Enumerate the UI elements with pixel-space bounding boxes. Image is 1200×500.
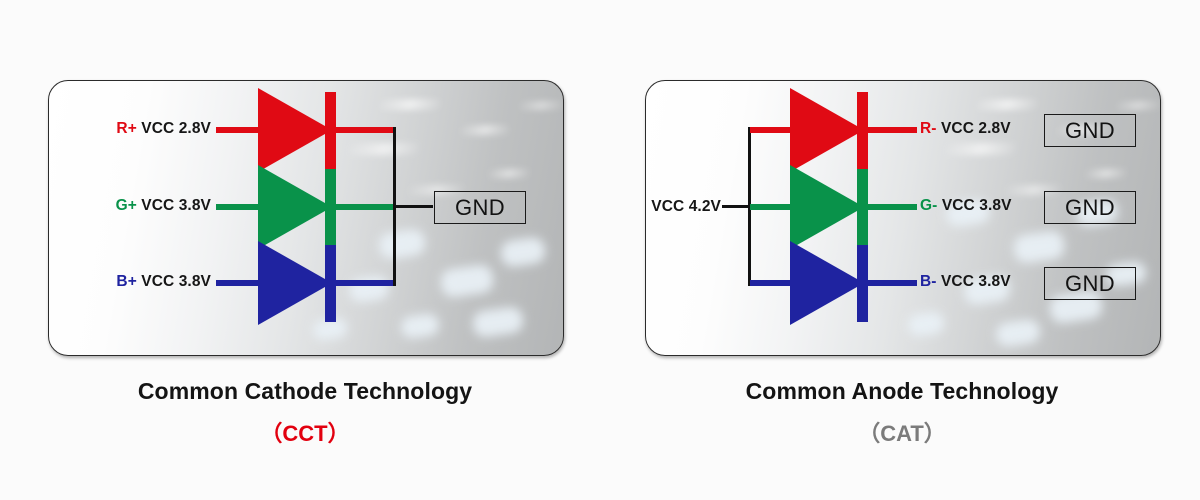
caption-common-cathode: Common Cathode Technology （CCT）: [48, 378, 562, 448]
voltage-label-red: VCC 2.8V: [936, 120, 1011, 137]
pin-label-red: R+: [116, 120, 137, 137]
diode-triangle-green: [258, 165, 332, 249]
caption-title-cathode: Common Cathode Technology: [137, 378, 473, 404]
label-row-red: R+ VCC 2.8V: [56, 120, 211, 138]
wire-red-anode: [216, 127, 278, 133]
wire-green-cathode: [325, 204, 395, 210]
voltage-label-blue: VCC 3.8V: [936, 273, 1011, 290]
pin-label-blue: B+: [116, 273, 137, 290]
diode-triangle-blue: [790, 241, 864, 325]
pin-label-green: G+: [115, 197, 137, 214]
diode-triangle-green: [790, 165, 864, 249]
caption-common-anode: Common Anode Technology （CAT）: [645, 378, 1159, 448]
pin-label-red: R-: [920, 120, 937, 137]
caption-title-anode: Common Anode Technology: [745, 378, 1059, 404]
diode-triangle-blue: [258, 241, 332, 325]
wire-blue-anode: [216, 280, 278, 286]
pin-label-green: G-: [920, 197, 938, 214]
wire-red-anode: [750, 127, 806, 133]
caption-abbr-cathode: （CCT）: [260, 421, 350, 446]
pin-label-blue: B-: [920, 273, 937, 290]
label-row-green: G+ VCC 3.8V: [56, 197, 211, 215]
wire-gnd-lead: [393, 205, 433, 208]
wire-red-cathode: [325, 127, 395, 133]
wire-red-cathode: [857, 127, 917, 133]
wire-blue-cathode: [857, 280, 917, 286]
wire-vcc-lead: [722, 205, 752, 208]
wire-green-anode: [750, 204, 806, 210]
gnd-box-red: GND: [1044, 114, 1136, 147]
caption-abbr-anode: （CAT）: [858, 421, 946, 446]
gnd-box-green: GND: [1044, 191, 1136, 224]
label-vcc-supply: VCC 4.2V: [651, 198, 721, 215]
voltage-label-green: VCC 3.8V: [937, 197, 1012, 214]
label-row-green: G- VCC 3.8V: [920, 197, 1012, 215]
label-row-blue: B- VCC 3.8V: [920, 273, 1011, 291]
gnd-box-common: GND: [434, 191, 526, 224]
label-row-red: R- VCC 2.8V: [920, 120, 1011, 138]
label-row-blue: B+ VCC 3.8V: [56, 273, 211, 291]
voltage-label-green: VCC 3.8V: [136, 197, 211, 214]
wire-green-cathode: [857, 204, 917, 210]
wire-green-anode: [216, 204, 278, 210]
diode-triangle-red: [258, 88, 332, 172]
wire-blue-anode: [750, 280, 806, 286]
voltage-label-red: VCC 2.8V: [136, 120, 211, 137]
diode-triangle-red: [790, 88, 864, 172]
gnd-box-blue: GND: [1044, 267, 1136, 300]
wire-blue-cathode: [325, 280, 395, 286]
voltage-label-blue: VCC 3.8V: [136, 273, 211, 290]
